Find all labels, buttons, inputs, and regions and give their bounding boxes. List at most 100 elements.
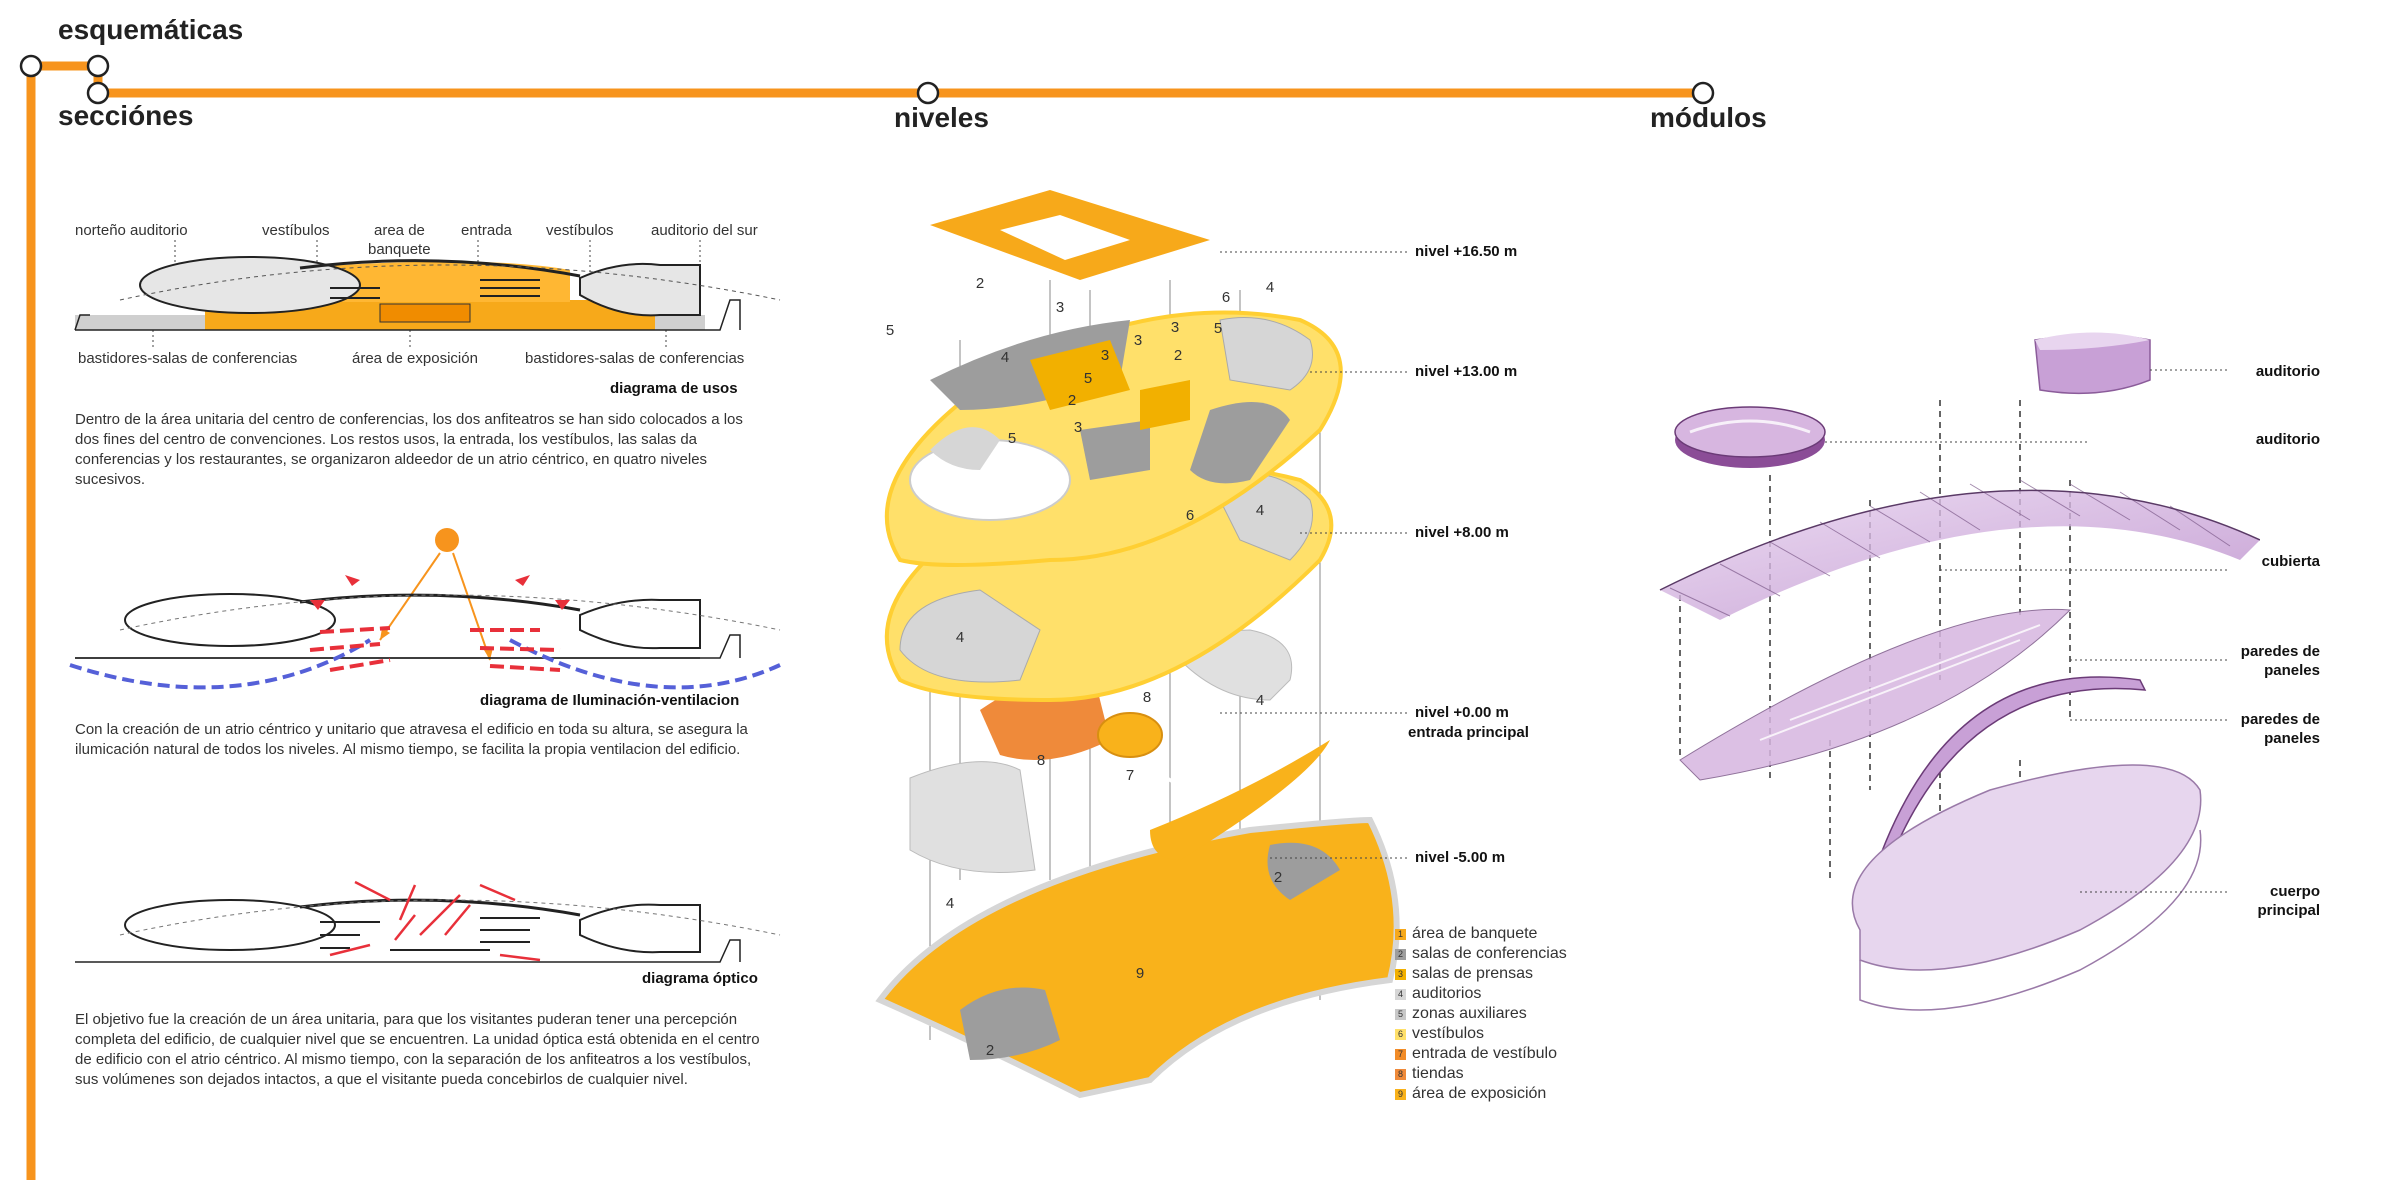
legend-swatch: 3 [1395,968,1406,980]
level-num-3d: 3 [1101,347,1109,364]
legend-swatch: 8 [1395,1068,1406,1080]
label-vestibules-left: vestíbulos [262,222,330,239]
level-label-entrance: entrada principal [1408,724,1529,741]
levels-exploded-axonometric: 1 2 3 6 4 5 3 3 3 4 5 2 5 2 3 5 4 6 4 8 … [875,190,1400,1099]
modules-exploded-drawing [1659,332,2260,1011]
optical-section-drawing [75,880,781,963]
legend-item: 4 auditorios [1395,984,1567,1004]
step-niveles[interactable]: niveles [894,102,989,133]
level-num-4b: 4 [1001,349,1009,366]
label-backstage-right: bastidores-salas de conferencias [525,350,745,367]
caption-optical: diagrama óptico [642,970,758,987]
caption-usage: diagrama de usos [610,380,738,397]
level-num-6a: 6 [1222,289,1230,306]
legend-swatch: 2 [1395,948,1406,960]
level-num-4e: 4 [1256,692,1264,709]
level-label-000: nivel +0.00 m [1415,704,1509,721]
legend-item: 3 salas de prensas [1395,964,1567,984]
legend-label: zonas auxiliares [1412,1005,1527,1022]
level-num-5c: 5 [1084,370,1092,387]
level-num-2a: 2 [976,275,984,292]
level-num-2b: 2 [1174,347,1182,364]
step-modulos[interactable]: módulos [1650,102,1767,133]
legend-item: 2 salas de conferencias [1395,944,1567,964]
legend-item: 8 tiendas [1395,1064,1567,1084]
text-usage: Dentro de la área unitaria del centro de… [75,411,743,488]
legend-swatch: 9 [1395,1088,1406,1100]
module-label-auditorio-2: auditorio [2255,431,2320,448]
label-south-auditorium: auditorio del sur [651,222,758,239]
text-lighting: Con la creación de un atrio céntrico y u… [75,721,748,758]
level-num-5b: 5 [1214,320,1222,337]
legend-label: área de banquete [1412,925,1538,942]
label-backstage-left: bastidores-salas de conferencias [78,350,298,367]
label-vestibules-right: vestíbulos [546,222,614,239]
step-secciones[interactable]: secciónes [58,100,194,131]
lighting-section-drawing [69,528,781,690]
text-optical: El objetivo fue la creación de un área u… [75,1011,760,1088]
level-num-6b: 6 [1186,507,1194,524]
label-banquet-1: area de [374,222,425,239]
legend-swatch: 7 [1395,1048,1406,1060]
legend-item: 7 entrada de vestíbulo [1395,1044,1567,1064]
legend-label: tiendas [1412,1065,1464,1082]
levels-legend: 1 área de banquete 2 salas de conferencias 3… [1395,924,1567,1104]
label-north-auditorium: norteño auditorio [75,222,188,239]
level-num-8b: 8 [1037,752,1045,769]
label-entrance: entrada [461,222,512,239]
level-num-8a: 8 [1143,689,1151,706]
legend-item: 9 área de exposición [1395,1084,1567,1104]
legend-item: 6 vestíbulos [1395,1024,1567,1044]
legend-label: entrada de vestíbulo [1412,1045,1557,1062]
page-title: esquemáticas [58,14,244,45]
module-label-cubierta: cubierta [2261,553,2320,570]
level-num-2c: 2 [1068,392,1076,409]
level-num-3e: 3 [1074,419,1082,436]
level-num-2d: 2 [1274,869,1282,886]
caption-lighting: diagrama de Iluminación-ventilacion [480,692,740,709]
level-label-800: nivel +8.00 m [1415,524,1509,541]
usage-section-drawing [74,240,781,348]
timeline-node-a [86,54,110,78]
legend-label: salas de conferencias [1412,945,1567,962]
legend-item: 1 área de banquete [1395,924,1567,944]
legend-label: auditorios [1412,985,1482,1002]
legend-swatch: 1 [1395,928,1406,940]
label-exhibition: área de exposición [352,350,478,367]
level-label-1650: nivel +16.50 m [1415,243,1518,260]
level-numbers: 1 2 3 6 4 5 3 3 3 4 5 2 5 2 3 5 4 6 4 8 … [886,275,1282,1059]
level-num-3b: 3 [1171,319,1179,336]
level-num-4c: 4 [1256,502,1264,519]
legend-swatch: 6 [1395,1028,1406,1040]
timeline-node-start [19,54,43,78]
level-leaders [1220,251,1410,859]
legend-swatch: 4 [1395,988,1406,1000]
level-label-minus500: nivel -5.00 m [1415,849,1506,866]
level-num-3c: 3 [1134,332,1142,349]
timeline-node-niveles [916,81,940,105]
legend-item: 5 zonas auxiliares [1395,1004,1567,1024]
legend-swatch: 5 [1395,1008,1406,1020]
level-label-1300: nivel +13.00 m [1415,363,1518,380]
level-num-5a: 5 [886,322,894,339]
level-num-3a: 3 [1056,299,1064,316]
legend-label: salas de prensas [1412,965,1533,982]
level-num-4d: 4 [956,629,964,646]
level-num-2e: 2 [986,1042,994,1059]
level-num-5d: 5 [1008,430,1016,447]
sun-icon [435,528,459,552]
level-num-9: 9 [1136,965,1144,982]
legend-label: área de exposición [1412,1085,1547,1102]
legend-label: vestíbulos [1412,1025,1485,1042]
module-label-auditorio-1: auditorio [2255,363,2320,380]
label-banquet-2: banquete [368,241,431,258]
level-num-7: 7 [1126,767,1134,784]
timeline-node-b [86,81,110,105]
level-num-4a: 4 [1266,279,1274,296]
level-num-4f: 4 [946,895,954,912]
timeline-node-modulos [1691,81,1715,105]
